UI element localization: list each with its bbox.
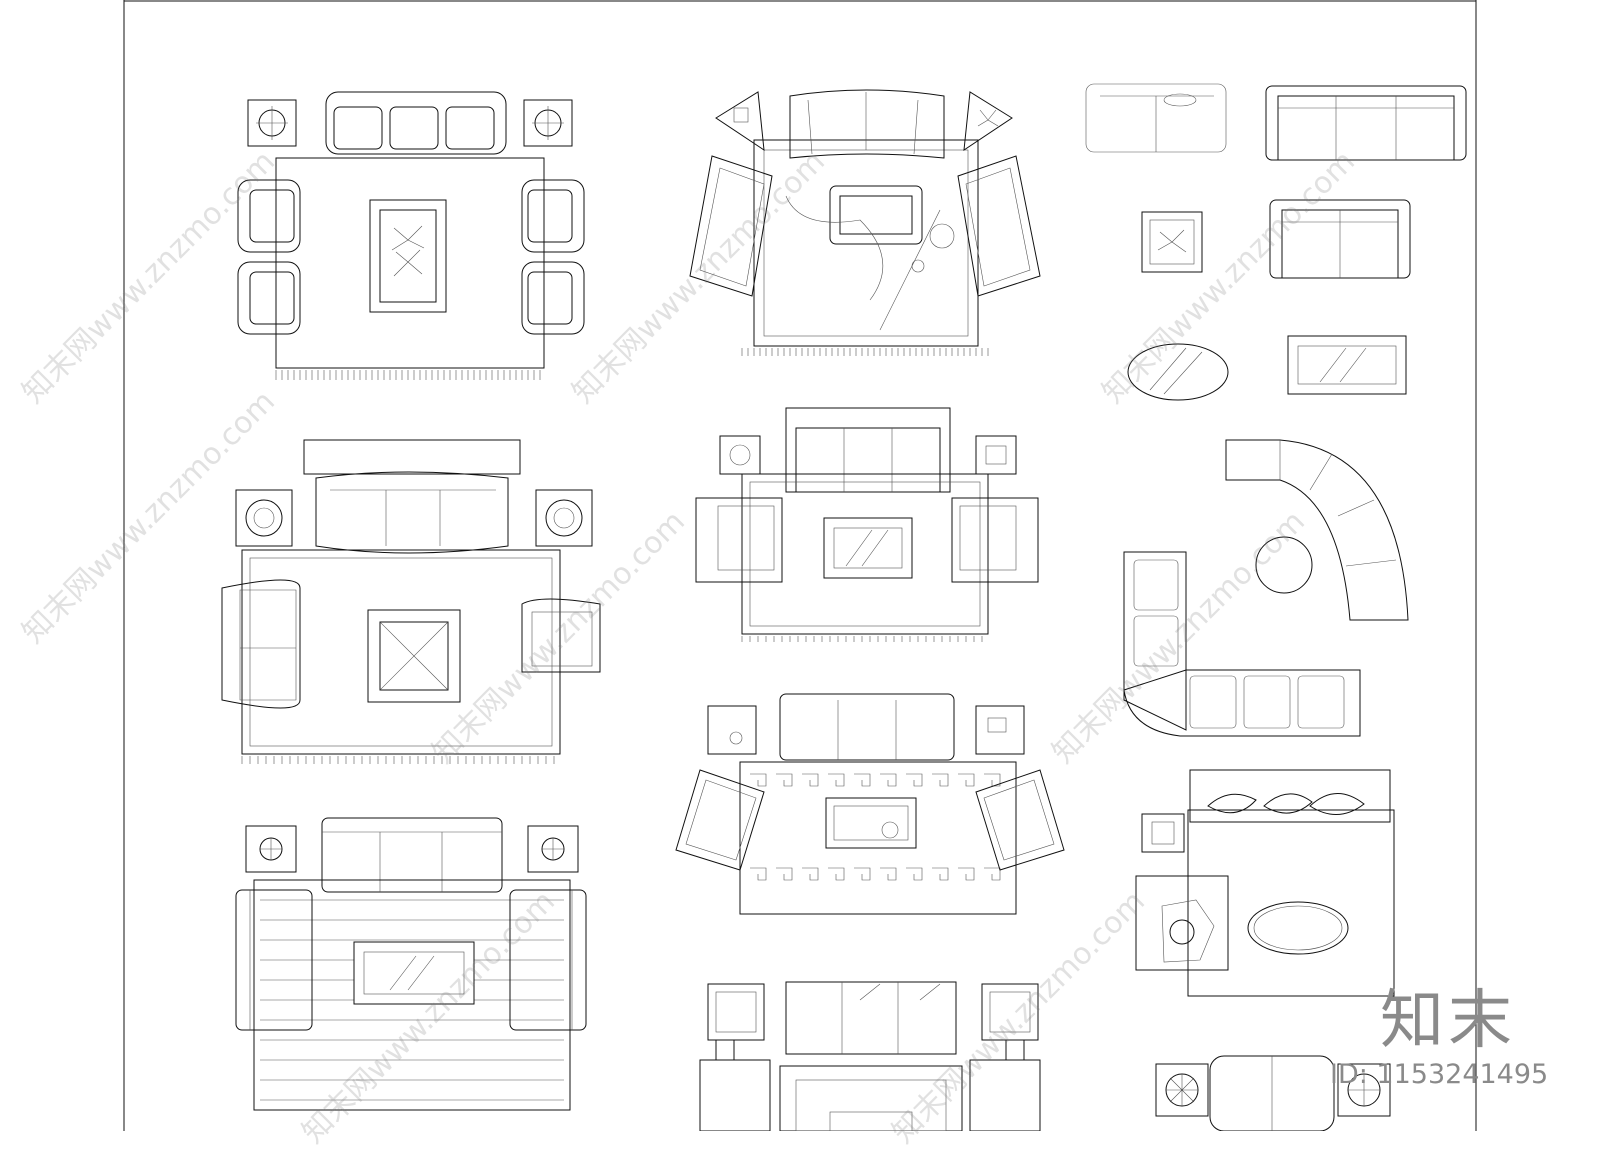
- living-set-6: [675, 693, 1065, 915]
- sheet-border: [123, 0, 1477, 1131]
- living-set-4: [695, 407, 1039, 642]
- brand-logo-text: 知末: [1380, 984, 1516, 1058]
- living-set-2: [689, 89, 1041, 356]
- loose-furniture-top-right: [1085, 83, 1467, 401]
- image-id-label: ID: 1153241495: [1330, 1059, 1549, 1090]
- bedroom-set: [1135, 769, 1395, 997]
- living-set-1: [237, 91, 585, 380]
- living-set-3: [221, 439, 601, 764]
- living-set-7-partial: [699, 981, 1041, 1131]
- living-set-5: [235, 817, 587, 1111]
- curved-sectional: [1123, 439, 1409, 737]
- living-set-8-partial: [1155, 1055, 1391, 1131]
